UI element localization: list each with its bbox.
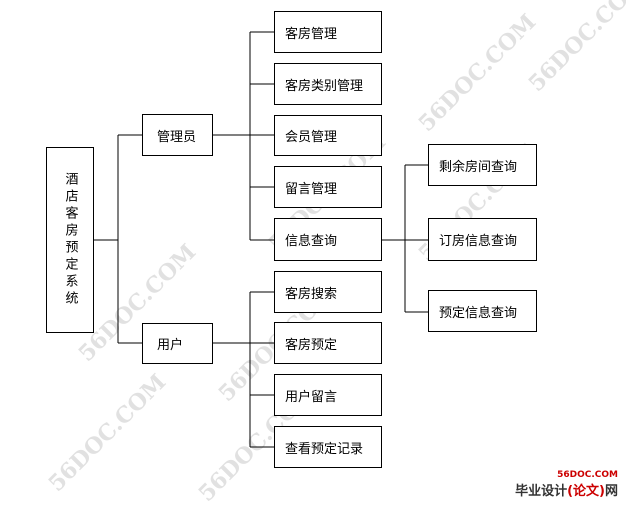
user-item-node: 客房搜索 <box>274 271 382 313</box>
query-item-node: 剩余房间查询 <box>428 144 537 186</box>
footer-name-paren: (论文) <box>567 484 605 499</box>
user-item-node: 客房预定 <box>274 322 382 364</box>
admin-item-label: 客房类别管理 <box>285 78 364 94</box>
admin-label: 管理员 <box>157 129 197 145</box>
user-item-label: 用户留言 <box>285 389 338 405</box>
root-label: 酒店客房预定系统 <box>62 172 78 308</box>
query-item-node: 预定信息查询 <box>428 290 537 332</box>
user-item-node: 查看预定记录 <box>274 426 382 468</box>
query-item-label: 剩余房间查询 <box>439 159 518 175</box>
footer-name: 毕业设计(论文)网 <box>515 484 618 499</box>
user-label: 用户 <box>157 338 184 353</box>
footer-site: 56DOC.COM <box>557 470 618 480</box>
root-node: 酒店客房预定系统 <box>46 147 94 333</box>
user-item-label: 客房搜索 <box>285 286 338 302</box>
query-item-label: 预定信息查询 <box>439 305 518 321</box>
admin-item-node: 客房类别管理 <box>274 63 382 105</box>
admin-item-label: 客房管理 <box>285 26 338 42</box>
admin-item-node: 客房管理 <box>274 11 382 53</box>
footer-logo: 56DOC.COM 毕业设计(论文)网 <box>515 470 618 499</box>
user-node: 用户 <box>142 323 213 364</box>
admin-item-label: 信息查询 <box>285 234 338 249</box>
user-item-label: 查看预定记录 <box>285 441 364 457</box>
admin-item-node: 信息查询 <box>274 218 382 261</box>
footer-name-prefix: 毕业设计 <box>515 484 568 499</box>
admin-item-node: 会员管理 <box>274 115 382 156</box>
user-item-label: 客房预定 <box>285 337 338 353</box>
query-item-label: 订房信息查询 <box>439 234 518 249</box>
footer-name-suffix: 网 <box>604 484 618 499</box>
user-item-node: 用户留言 <box>274 374 382 416</box>
admin-item-node: 留言管理 <box>274 166 382 208</box>
admin-node: 管理员 <box>142 114 213 156</box>
admin-item-label: 留言管理 <box>285 181 338 197</box>
admin-item-label: 会员管理 <box>285 130 338 145</box>
query-item-node: 订房信息查询 <box>428 218 537 261</box>
